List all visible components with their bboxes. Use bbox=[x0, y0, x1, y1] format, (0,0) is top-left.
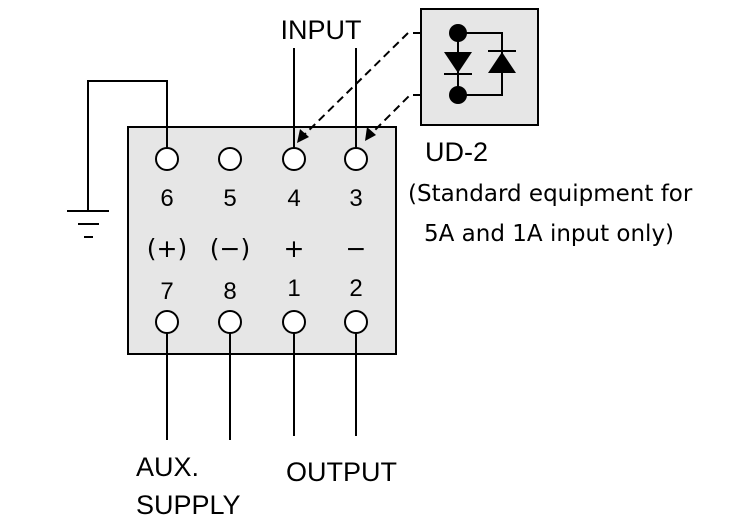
dashed-link-4 bbox=[301, 32, 421, 138]
terminal-number-4: 4 bbox=[287, 185, 300, 212]
terminal-number-1: 1 bbox=[287, 275, 300, 302]
diode-icon bbox=[444, 24, 516, 104]
terminal-4[interactable] bbox=[282, 147, 306, 171]
ground-icon bbox=[67, 210, 109, 238]
arrowhead-4 bbox=[297, 129, 309, 143]
polarity-7: (+) bbox=[147, 234, 187, 263]
ud2-label: UD-2 bbox=[425, 137, 488, 167]
terminal-3[interactable] bbox=[344, 147, 368, 171]
dashed-link-3 bbox=[371, 94, 421, 134]
diode-right bbox=[488, 52, 516, 73]
input-label: INPUT bbox=[281, 15, 362, 45]
aux-label-line-2: SUPPLY bbox=[136, 490, 241, 520]
terminal-number-7: 7 bbox=[160, 278, 173, 305]
terminal-7[interactable] bbox=[155, 310, 179, 334]
terminal-number-5: 5 bbox=[223, 185, 236, 212]
arrowhead-3 bbox=[365, 127, 376, 141]
terminal-number-6: 6 bbox=[160, 185, 173, 212]
polarity-2: − bbox=[346, 234, 367, 263]
note-line-2: 5A and 1A input only) bbox=[424, 221, 674, 247]
terminal-8[interactable] bbox=[218, 310, 242, 334]
polarity-1: + bbox=[284, 234, 305, 263]
terminal-number-3: 3 bbox=[349, 185, 362, 212]
terminal-2[interactable] bbox=[344, 310, 368, 334]
terminal-number-8: 8 bbox=[223, 278, 236, 305]
ground-wire bbox=[87, 80, 168, 210]
terminal-number-2: 2 bbox=[349, 275, 362, 302]
aux-label-line-1: AUX. bbox=[136, 452, 199, 482]
terminal-5[interactable] bbox=[218, 147, 242, 171]
output-label: OUTPUT bbox=[286, 457, 397, 487]
diode-left bbox=[444, 52, 472, 73]
terminal-6[interactable] bbox=[155, 147, 179, 171]
terminal-1[interactable] bbox=[282, 310, 306, 334]
polarity-8: (−) bbox=[210, 234, 250, 263]
ud2-module bbox=[420, 8, 539, 126]
note-line-1: (Standard equipment for bbox=[408, 181, 693, 207]
